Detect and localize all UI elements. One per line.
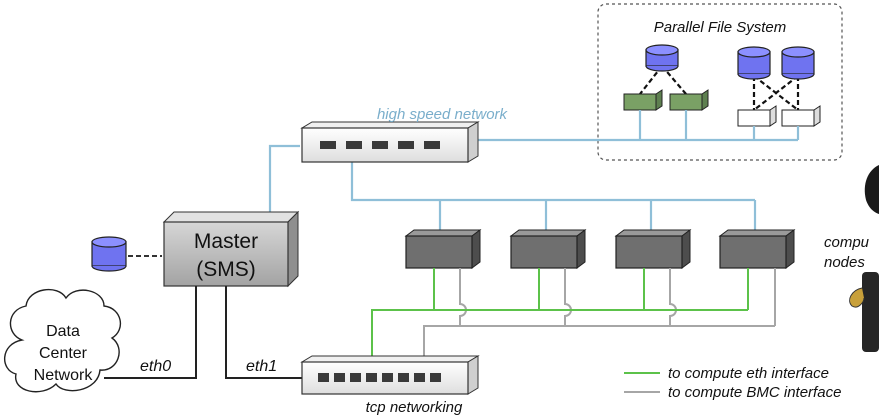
storage-cylinder-icon: [645, 44, 679, 72]
eth-links: [371, 268, 749, 356]
eth1-label: eth1: [246, 358, 277, 375]
storage-cylinder-icon: [781, 46, 815, 80]
legend-bmc-label: to compute BMC interface: [668, 384, 841, 401]
storage-server-white: [737, 105, 821, 127]
tcp-networking-label: tcp networking: [366, 399, 463, 416]
parallel-fs-label: Parallel File System: [654, 19, 787, 36]
data-center-label-3: Network: [34, 367, 94, 384]
compute-nodes: [404, 229, 796, 269]
legend-eth-label: to compute eth interface: [668, 365, 829, 382]
compute-nodes-label-1: compu: [824, 234, 870, 251]
figure-icon: [849, 165, 879, 352]
pfs-internal-links: [639, 65, 800, 111]
eth0-label: eth0: [140, 358, 171, 375]
storage-cylinder-icon: [737, 46, 771, 80]
data-center-label-1: Data: [46, 323, 80, 340]
compute-node: [509, 229, 587, 269]
compute-nodes-label-2: nodes: [824, 254, 865, 271]
master-eth-links: [104, 286, 302, 379]
high-speed-switch: [300, 121, 480, 163]
compute-node: [614, 229, 692, 269]
master-label: Master: [194, 230, 258, 253]
master-sms-server: [162, 210, 300, 288]
storage-cylinder-icon: [91, 236, 127, 272]
storage-server-green: [623, 89, 709, 111]
bmc-links: [423, 268, 776, 356]
data-center-label-2: Center: [39, 345, 88, 362]
cloud-icon: [3, 288, 122, 393]
compute-node: [404, 229, 482, 269]
tcp-switch: [300, 355, 480, 395]
high-speed-network-label: high speed network: [377, 106, 509, 123]
hsn-links: [268, 110, 800, 232]
parallel-fs-box: [597, 3, 843, 161]
compute-node: [718, 229, 796, 269]
master-sms-label: (SMS): [196, 258, 256, 281]
